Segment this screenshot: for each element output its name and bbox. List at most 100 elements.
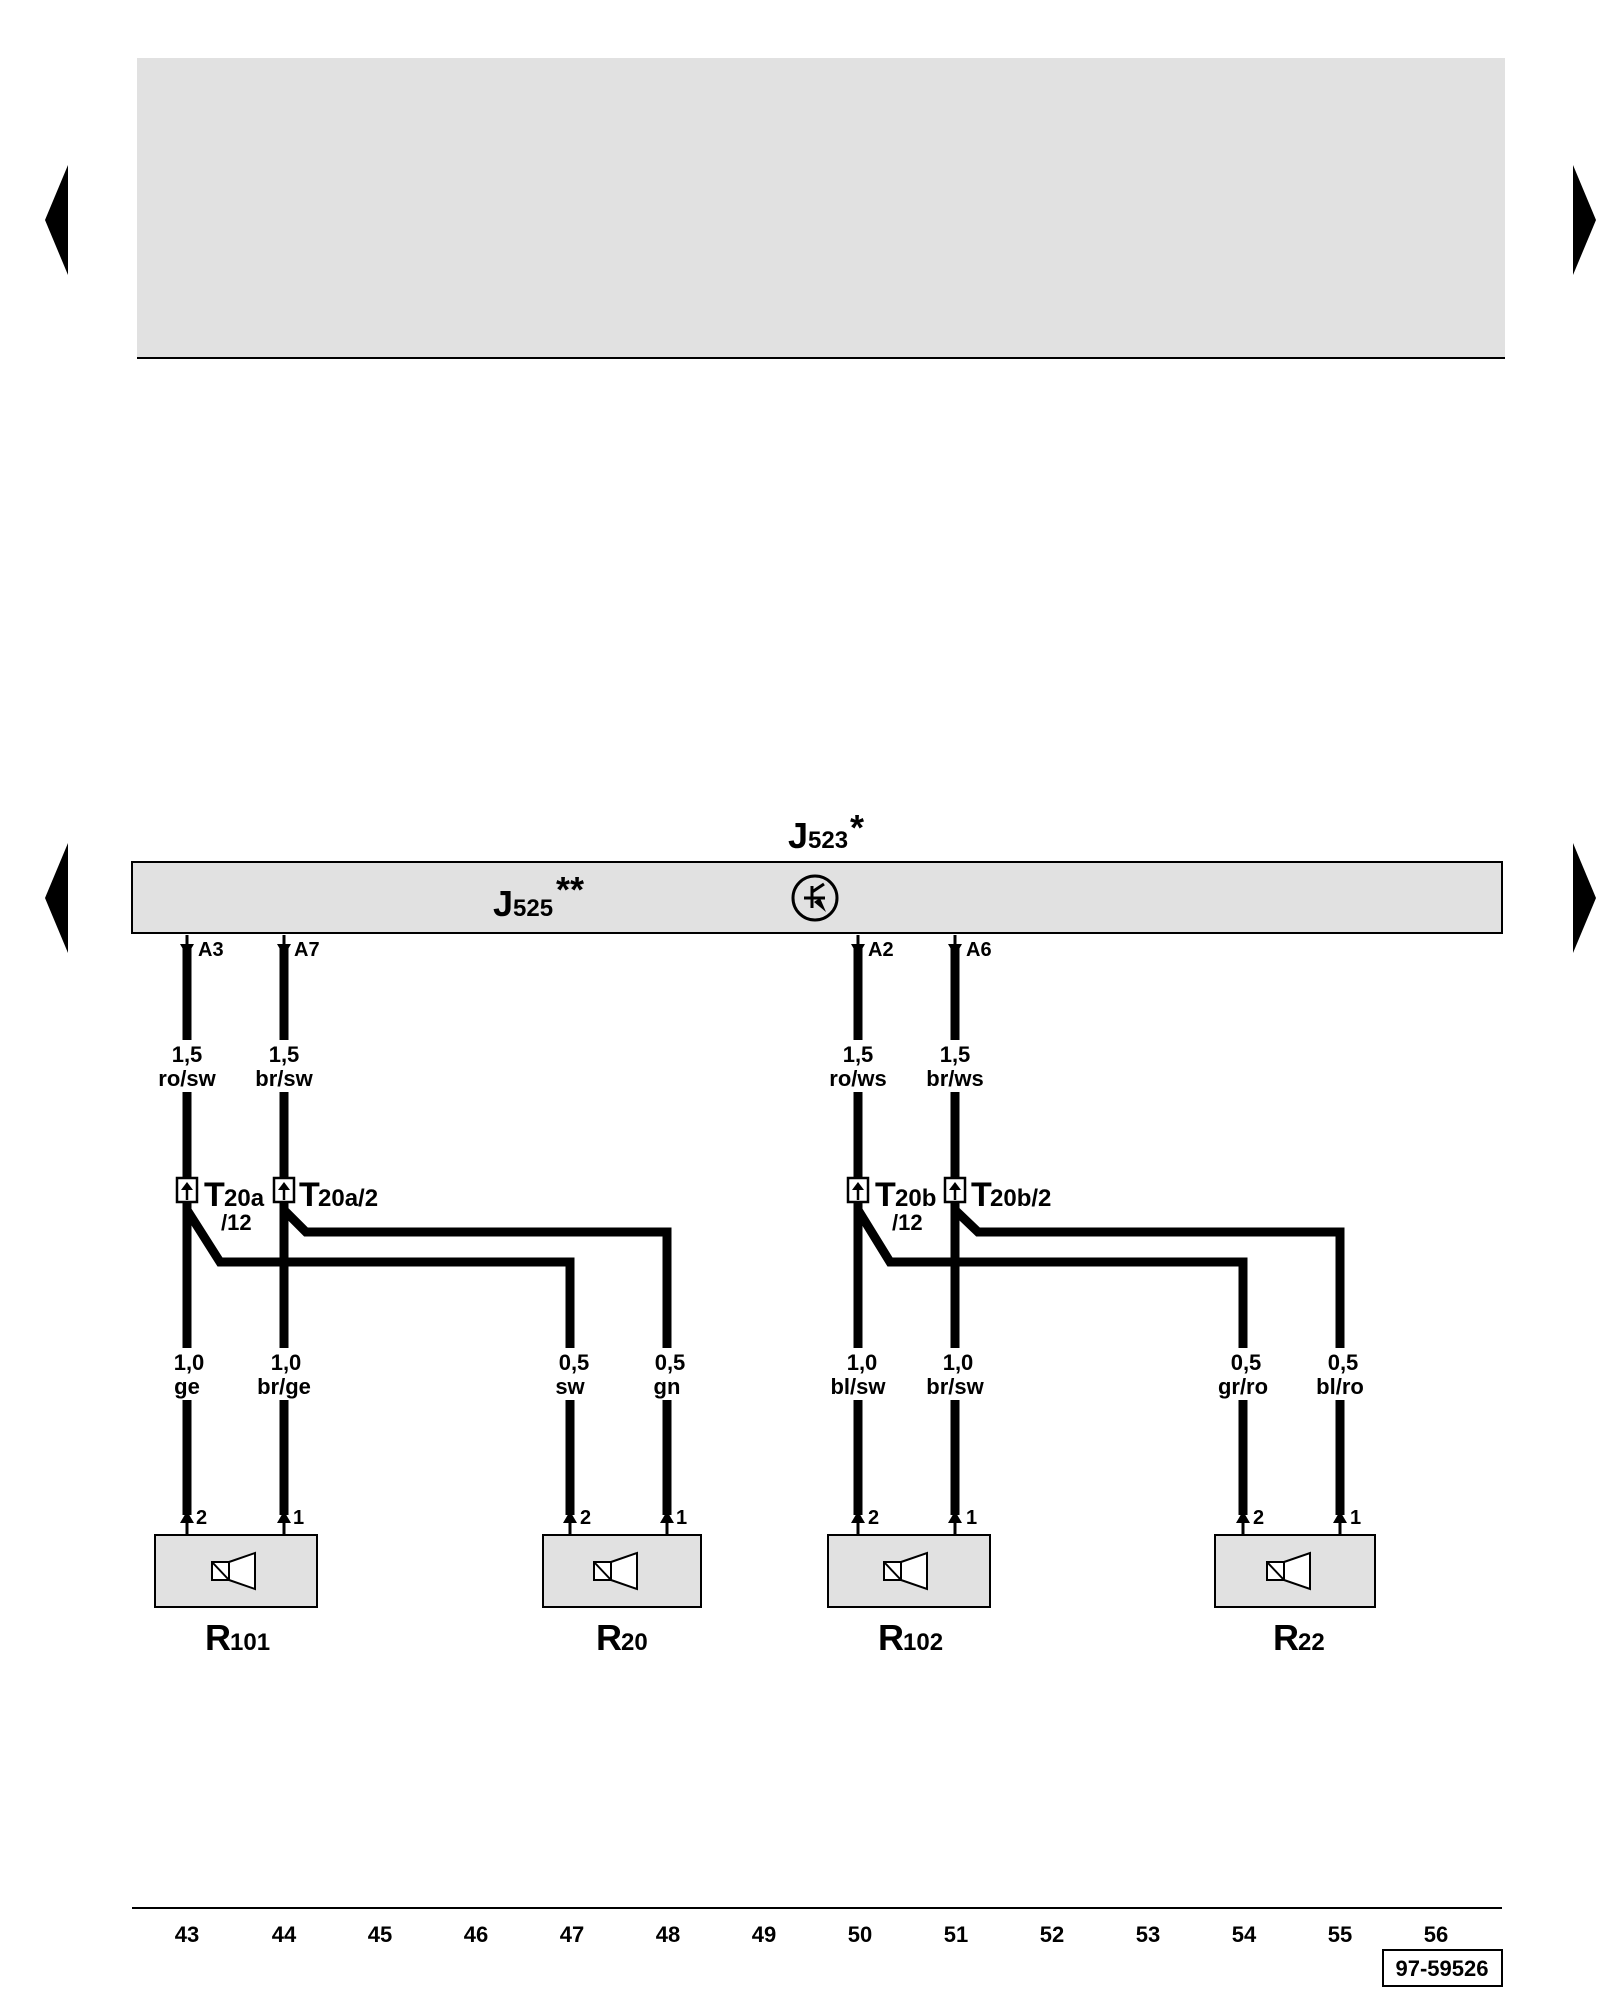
wire-r20-gn — [280, 1206, 672, 1515]
wire-label-upper: 1,5 br/sw — [243, 1040, 327, 1092]
svg-text:1: 1 — [293, 1507, 304, 1529]
speaker-pin: 1 — [660, 1507, 687, 1534]
connector-t20b-12: T 20b /12 — [846, 1176, 936, 1235]
speaker-icon — [883, 1551, 928, 1591]
svg-text:T: T — [971, 1176, 992, 1214]
track-number: 45 — [368, 1922, 392, 1947]
svg-text:A6: A6 — [966, 939, 992, 961]
wire-label-lower: 0,5 gn — [641, 1348, 697, 1400]
svg-text:*: * — [850, 807, 864, 848]
svg-text:br/ge: br/ge — [257, 1374, 311, 1399]
module-label-lower: J 525 ** — [493, 869, 584, 924]
svg-text:1,0: 1,0 — [943, 1350, 974, 1375]
svg-text:0,5: 0,5 — [1328, 1350, 1359, 1375]
svg-text:R: R — [878, 1617, 904, 1658]
track-numbers: 43 44 45 46 47 48 49 50 51 52 53 54 55 5… — [175, 1922, 1448, 1947]
svg-text:1,5: 1,5 — [843, 1042, 874, 1067]
svg-text:20b/2: 20b/2 — [990, 1185, 1051, 1212]
svg-text:T: T — [875, 1176, 896, 1214]
svg-text:2: 2 — [868, 1507, 879, 1529]
svg-text:101: 101 — [230, 1629, 270, 1656]
output-pin-a7: A7 — [277, 935, 320, 961]
wire-r22-blro — [951, 1206, 1345, 1515]
svg-text:1: 1 — [966, 1507, 977, 1529]
header-panel — [137, 58, 1505, 358]
svg-text:R: R — [596, 1617, 622, 1658]
svg-text:20: 20 — [621, 1629, 648, 1656]
svg-text:sw: sw — [555, 1374, 585, 1399]
svg-text:T: T — [204, 1176, 225, 1214]
diagram-next-arrow-icon[interactable] — [1573, 843, 1596, 953]
speaker-pin: 2 — [851, 1507, 879, 1534]
svg-text:2: 2 — [196, 1507, 207, 1529]
svg-text:/12: /12 — [221, 1210, 252, 1235]
svg-text:A3: A3 — [198, 939, 224, 961]
svg-text:1,5: 1,5 — [269, 1042, 300, 1067]
amplifier-icon — [791, 874, 839, 922]
speaker-pin: 1 — [948, 1507, 977, 1534]
track-number: 50 — [848, 1922, 872, 1947]
svg-text:1,0: 1,0 — [271, 1350, 302, 1375]
page-code: 97-59526 — [1396, 1956, 1489, 1981]
svg-text:A7: A7 — [294, 939, 320, 961]
svg-text:20b: 20b — [895, 1185, 936, 1212]
speaker-r102: R 102 — [827, 1534, 991, 1658]
svg-text:2: 2 — [1253, 1507, 1264, 1529]
svg-text:J: J — [788, 815, 808, 856]
track-number: 53 — [1136, 1922, 1160, 1947]
track-number: 48 — [656, 1922, 680, 1947]
svg-text:R: R — [205, 1617, 231, 1658]
connector-t20a-2: T 20a/2 — [272, 1176, 378, 1214]
page-prev-arrow-icon[interactable] — [45, 165, 68, 275]
wire-label-upper: 1,5 ro/ws — [812, 1040, 904, 1092]
svg-text:ge: ge — [174, 1374, 200, 1399]
page-code-box — [1382, 1949, 1503, 1987]
svg-text:1: 1 — [676, 1507, 687, 1529]
connector-t20b-2: T 20b/2 — [943, 1176, 1051, 1214]
track-number: 56 — [1424, 1922, 1448, 1947]
track-number: 51 — [944, 1922, 968, 1947]
track-number: 47 — [560, 1922, 584, 1947]
speaker-r20: R 20 — [542, 1534, 702, 1658]
svg-text:525: 525 — [513, 895, 553, 922]
wire-label-lower: 0,5 sw — [545, 1348, 601, 1400]
svg-text:1,5: 1,5 — [940, 1042, 971, 1067]
wire-label-upper: 1,5 ro/sw — [140, 1040, 235, 1092]
output-pin-a3: A3 — [180, 935, 224, 961]
speaker-r101: R 101 — [154, 1534, 318, 1658]
svg-text:102: 102 — [903, 1629, 943, 1656]
speaker-icon — [211, 1551, 256, 1591]
track-number: 55 — [1328, 1922, 1352, 1947]
wire-label-upper: 1,5 br/ws — [910, 1040, 1000, 1092]
svg-text:0,5: 0,5 — [559, 1350, 590, 1375]
svg-text:1,5: 1,5 — [172, 1042, 203, 1067]
svg-text:1,0: 1,0 — [847, 1350, 878, 1375]
speaker-icon — [593, 1551, 638, 1591]
output-pin-a2: A2 — [851, 935, 894, 961]
track-number: 49 — [752, 1922, 776, 1947]
wire-label-lower: 1,0 br/ge — [246, 1348, 324, 1400]
wire-label-lower: 1,0 bl/sw — [815, 1348, 901, 1400]
wire-label-lower: 1,0 ge — [160, 1348, 216, 1400]
wire-r20-sw — [183, 1207, 575, 1515]
svg-text:J: J — [493, 883, 513, 924]
svg-text:ro/sw: ro/sw — [158, 1066, 216, 1091]
svg-text:br/sw: br/sw — [926, 1374, 984, 1399]
svg-text:2: 2 — [580, 1507, 591, 1529]
wire-label-lower: 1,0 br/sw — [912, 1348, 998, 1400]
svg-text:1: 1 — [1350, 1507, 1361, 1529]
track-number: 54 — [1232, 1922, 1257, 1947]
speaker-pin: 1 — [277, 1507, 304, 1534]
svg-text:T: T — [299, 1176, 320, 1214]
svg-text:0,5: 0,5 — [1231, 1350, 1262, 1375]
svg-text:A2: A2 — [868, 939, 894, 961]
track-number: 46 — [464, 1922, 488, 1947]
page-next-arrow-icon[interactable] — [1573, 165, 1596, 275]
svg-text:br/ws: br/ws — [926, 1066, 983, 1091]
svg-text:bl/sw: bl/sw — [830, 1374, 886, 1399]
svg-text:/12: /12 — [892, 1210, 923, 1235]
svg-text:22: 22 — [1298, 1629, 1325, 1656]
speaker-r22: R 22 — [1214, 1534, 1376, 1658]
diagram-prev-arrow-icon[interactable] — [45, 843, 68, 953]
wire-label-lower: 0,5 bl/ro — [1306, 1348, 1376, 1400]
